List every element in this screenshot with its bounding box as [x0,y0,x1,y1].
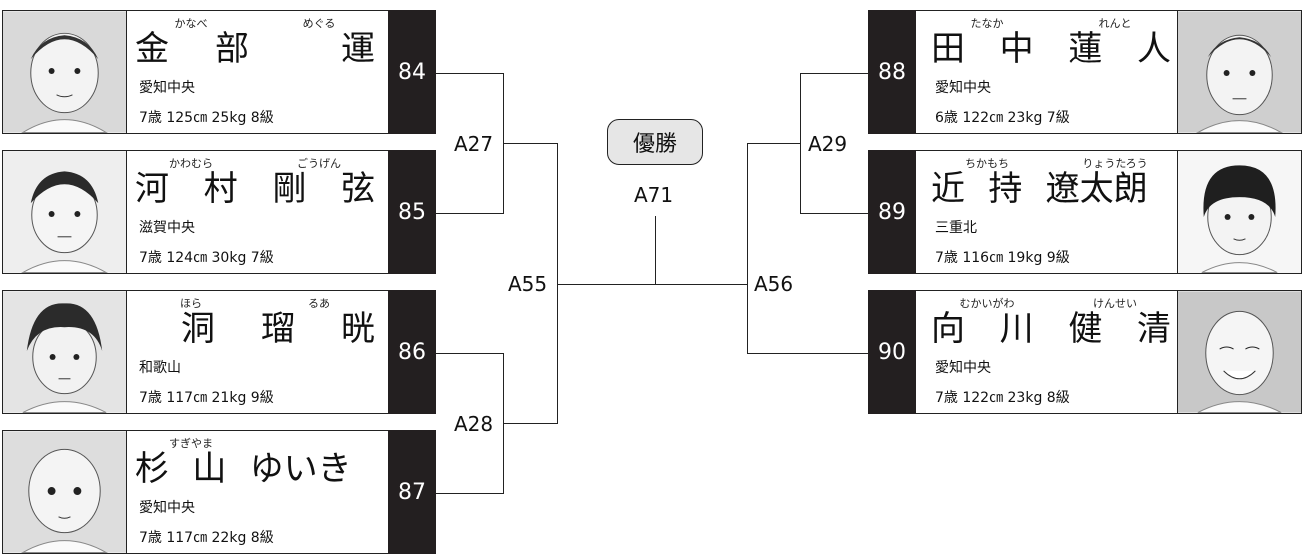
player-photo [1177,151,1301,273]
entry-number: 84 [388,10,436,134]
player-club: 滋賀中央 [139,220,195,236]
player-card-90: 90 むかいがわけんせい 向川健清 愛知中央 7歳 122㎝ 23kg 8級 [868,290,1302,414]
player-card-89: 89 ちかもちりょうたろう 近持遼太朗 三重北 7歳 116㎝ 19kg 9級 [868,150,1302,274]
player-stats: 6歳 122㎝ 23kg 7級 [935,110,1070,126]
player-info: かわむらごうげん 河村剛弦 滋賀中央 7歳 124㎝ 30kg 7級 [127,151,383,273]
bracket-line [504,423,558,424]
player-photo [3,431,127,553]
player-name: 向川健清 [931,309,1171,349]
player-stats: 7歳 117㎝ 21kg 9級 [139,390,274,406]
player-name: 杉山ゆいき [135,449,352,489]
bracket-line [503,353,504,494]
player-card-85: かわむらごうげん 河村剛弦 滋賀中央 7歳 124㎝ 30kg 7級 85 [2,150,436,274]
entry-number: 88 [868,10,916,134]
player-club: 愛知中央 [139,500,195,516]
bracket-line [800,213,868,214]
match-label-a55: A55 [506,272,550,296]
bracket-line [747,143,748,354]
bracket-line [504,143,558,144]
bracket-line [747,353,868,354]
bracket-line [558,284,748,285]
player-info: ちかもちりょうたろう 近持遼太朗 三重北 7歳 116㎝ 19kg 9級 [923,151,1179,273]
bracket-line [557,143,558,424]
player-info: むかいがわけんせい 向川健清 愛知中央 7歳 122㎝ 23kg 8級 [923,291,1179,413]
champion-box: 優勝 [607,119,703,165]
bracket-line [503,73,504,214]
name-ruby: ちかもちりょうたろう [965,157,1148,170]
player-photo [1177,11,1301,133]
player-club: 愛知中央 [935,80,991,96]
player-stats: 7歳 125㎝ 25kg 8級 [139,110,274,126]
player-photo [3,291,127,413]
name-ruby: かわむらごうげん [169,157,341,170]
player-name: 河村剛弦 [135,169,375,209]
name-ruby: ほらるあ [180,297,330,310]
player-card-86: ほらるあ 洞瑠晄 和歌山 7歳 117㎝ 21kg 9級 86 [2,290,436,414]
player-card-88: 88 たなかれんと 田中蓮人 愛知中央 6歳 122㎝ 23kg 7級 [868,10,1302,134]
player-stats: 7歳 122㎝ 23kg 8級 [935,390,1070,406]
name-ruby: かなべめぐる [174,17,336,30]
bracket-line [436,73,504,74]
player-info: すぎやま 杉山ゆいき 愛知中央 7歳 117㎝ 22kg 8級 [127,431,383,553]
player-stats: 7歳 116㎝ 19kg 9級 [935,250,1070,266]
match-label-a28: A28 [452,412,496,436]
player-club: 愛知中央 [935,360,991,376]
player-info: かなべめぐる 金部運 愛知中央 7歳 125㎝ 25kg 8級 [127,11,383,133]
match-label-a29: A29 [806,132,850,156]
bracket-line [436,353,504,354]
entry-number: 89 [868,150,916,274]
entry-number: 87 [388,430,436,554]
bracket-line [800,73,868,74]
final-match-label: A71 [632,183,676,207]
entry-number: 85 [388,150,436,274]
match-label-a56: A56 [752,272,796,296]
player-name: 金部運 [135,29,375,69]
player-club: 愛知中央 [139,80,195,96]
match-label-a27: A27 [452,132,496,156]
player-name: 近持遼太朗 [931,169,1148,209]
player-club: 三重北 [935,220,977,236]
player-club: 和歌山 [139,360,181,376]
entry-number: 86 [388,290,436,414]
player-info: たなかれんと 田中蓮人 愛知中央 6歳 122㎝ 23kg 7級 [923,11,1179,133]
bracket-line [747,143,801,144]
player-name: 洞瑠晄 [181,309,375,349]
name-ruby: すぎやま [169,437,213,450]
name-ruby: たなかれんと [970,17,1132,30]
bracket-line [436,493,504,494]
name-ruby: むかいがわけんせい [959,297,1138,310]
entry-number: 90 [868,290,916,414]
player-info: ほらるあ 洞瑠晄 和歌山 7歳 117㎝ 21kg 9級 [127,291,383,413]
player-card-84: かなべめぐる 金部運 愛知中央 7歳 125㎝ 25kg 8級 84 [2,10,436,134]
bracket-line [436,213,504,214]
player-photo [3,151,127,273]
player-stats: 7歳 117㎝ 22kg 8級 [139,530,274,546]
player-photo [1177,291,1301,413]
player-card-87: すぎやま 杉山ゆいき 愛知中央 7歳 117㎝ 22kg 8級 87 [2,430,436,554]
player-name: 田中蓮人 [931,29,1171,69]
player-photo [3,11,127,133]
bracket-line [655,216,656,284]
player-stats: 7歳 124㎝ 30kg 7級 [139,250,274,266]
